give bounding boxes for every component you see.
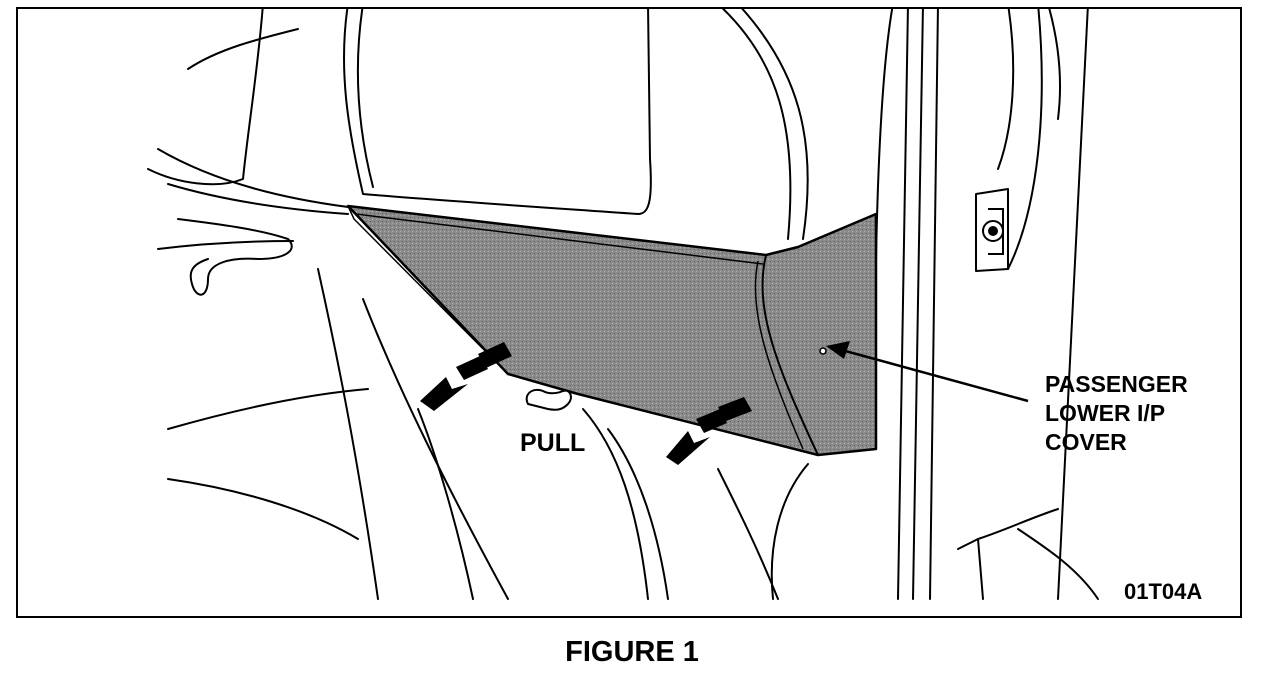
center-curve-2	[607, 428, 669, 600]
console-curve-2	[770, 463, 809, 600]
floor-line	[167, 478, 359, 540]
pillar-line-6	[1007, 9, 1043, 270]
pull-tab	[525, 388, 572, 411]
line-drawing	[147, 9, 1099, 600]
lower-ip-cover	[346, 204, 878, 457]
pillar-line-3	[912, 9, 924, 600]
kick-line-2	[362, 298, 509, 600]
cover-label-line2: LOWER I/P	[1045, 400, 1166, 426]
pull-arrow-left	[420, 342, 512, 411]
pillar-right-edge	[1057, 9, 1089, 600]
door-latch-bracket	[975, 188, 1009, 272]
pillar-line-1	[875, 9, 894, 260]
kick-line-3	[417, 408, 474, 600]
upper-right-line	[1048, 9, 1061, 120]
dash-top-left	[187, 28, 299, 70]
center-curve	[582, 408, 649, 600]
kick-line-1	[317, 268, 379, 600]
console-curve	[717, 468, 779, 600]
left-lower-curve	[167, 388, 369, 430]
figure-code: 01T04A	[1124, 579, 1203, 604]
dash-inner-curve	[356, 9, 374, 188]
leader-arrow	[826, 341, 1029, 403]
left-bracket	[177, 218, 293, 296]
door-bottom-curve	[1017, 528, 1099, 600]
dash-long-curve	[157, 148, 349, 208]
pillar-line-2	[897, 9, 909, 600]
dash-upper-curve	[342, 9, 652, 215]
figure-frame: PULL PASSENGER LOWER I/P COVER 01T04A	[16, 7, 1242, 618]
pillar-line-4	[929, 9, 939, 600]
right-curve-top-2	[741, 9, 809, 240]
dash-mid-curve	[167, 183, 349, 215]
left-panel-line	[157, 240, 294, 250]
pillar-line-5	[997, 9, 1015, 170]
door-lower-line	[977, 508, 1059, 540]
pull-arrow-right	[666, 397, 752, 465]
cover-label-line3: COVER	[1045, 429, 1127, 455]
right-curve-top	[721, 9, 792, 240]
door-lower-bracket	[957, 538, 984, 600]
striker-bolt	[982, 208, 1004, 255]
dash-curve-left	[147, 9, 264, 186]
cover-label: PASSENGER LOWER I/P COVER	[1045, 370, 1188, 457]
pull-label: PULL	[520, 429, 586, 457]
cover-label-line1: PASSENGER	[1045, 371, 1188, 397]
figure-caption: FIGURE 1	[565, 636, 699, 668]
